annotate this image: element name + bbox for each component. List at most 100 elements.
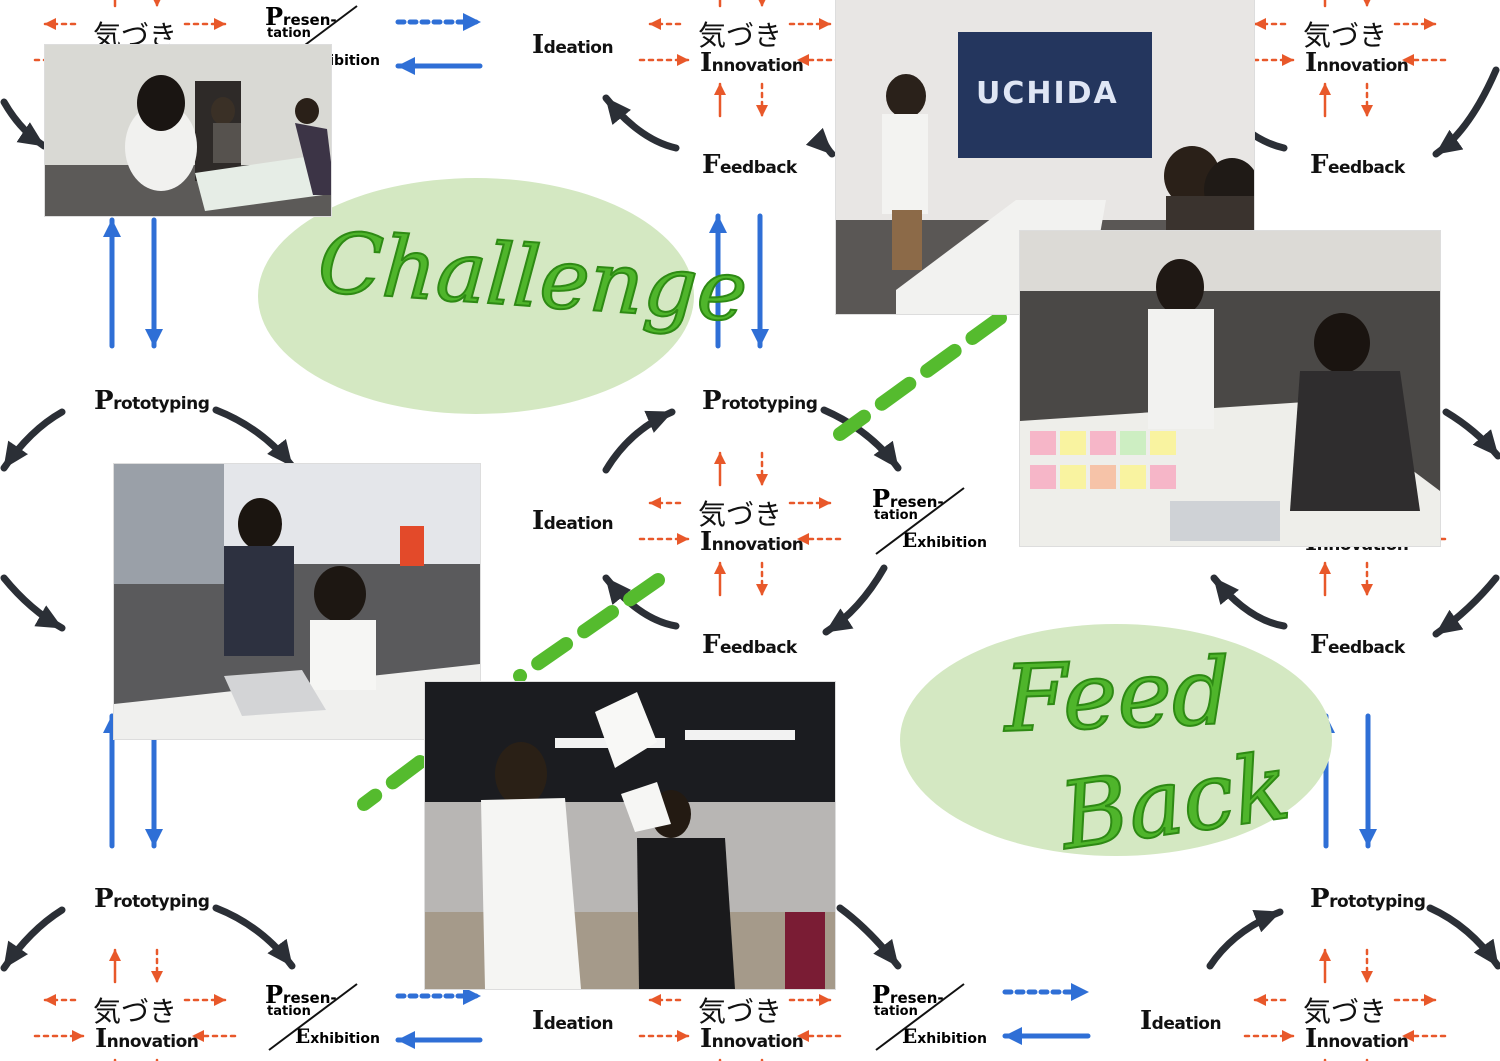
- prototyping-center-initial: P: [702, 386, 722, 416]
- person-middle-body: [213, 123, 241, 163]
- cluster-bottom-left-innovation: Innovation: [95, 1024, 199, 1054]
- dark-arrow-right-edge-lower: [1432, 574, 1500, 638]
- cluster-bottom-right-kizuki: 気づき: [1303, 995, 1388, 1028]
- exhibition-initial: E: [295, 1024, 311, 1048]
- feed-text: Feed: [1001, 637, 1233, 754]
- prototyping-bottom-right-text: rototyping: [1329, 892, 1426, 912]
- photo-laptop-review: [114, 464, 480, 739]
- sticky-note: [1060, 431, 1086, 455]
- dark-arrow-mid-right-feedback: [1210, 574, 1288, 630]
- exhibition-label: Exhibition: [295, 1024, 380, 1048]
- cluster-bottom-left-innovation-text: nnovation: [106, 1032, 199, 1052]
- cluster-top-center-innovation-text: nnovation: [711, 56, 804, 76]
- cluster-top-center-innovation: Innovation: [700, 48, 804, 78]
- photo-laptop-review-scene: [114, 464, 480, 739]
- presentation-label-2: tation: [267, 1004, 311, 1019]
- exhibition-label: Exhibition: [902, 1024, 987, 1048]
- prototyping-bottom-right: Prototyping: [1310, 884, 1426, 914]
- cluster-top-right-innovation-initial: I: [1305, 48, 1317, 78]
- feedback-top: Feedback: [702, 150, 797, 180]
- standing-person-head: [1156, 259, 1204, 315]
- dark-arrow-bottom-left-edge: [0, 906, 66, 972]
- prototyping-bottom-left-initial: P: [94, 884, 114, 914]
- dark-arrow-ideation-to-prototyping: [602, 408, 676, 474]
- dark-arrow-right-edge-upper: [1442, 408, 1500, 460]
- sticky-note: [1150, 431, 1176, 455]
- ideation-top: Ideation: [532, 30, 614, 60]
- ideation-mid-initial: I: [532, 506, 544, 536]
- divider-line: [875, 983, 965, 1051]
- photo-throwing-papers: [425, 682, 835, 989]
- man-body: [637, 838, 735, 989]
- green-dash-upper: [833, 311, 1007, 441]
- exhibition-text: xhibition: [310, 1031, 380, 1047]
- sticky-note: [1030, 465, 1056, 489]
- dark-arrow-top-right-edge: [1432, 66, 1500, 158]
- ideation-mid: Ideation: [532, 506, 614, 536]
- person-front-body: [125, 103, 197, 191]
- dark-arrow-prototyping-to-presentation: [820, 406, 902, 472]
- flying-paper-2: [621, 782, 671, 832]
- cluster-mid-center-innovation: Innovation: [700, 527, 804, 557]
- dark-arrow-left-prototyping: [212, 406, 296, 470]
- photo-sticky-notes-discussion: [1020, 231, 1440, 546]
- photo-workshop-table: [45, 45, 331, 216]
- presentation-initial: P: [872, 484, 891, 513]
- presentation-text: resen-: [283, 11, 337, 29]
- ideation-bottom-right: Ideation: [1140, 1006, 1222, 1036]
- divider-slash: [875, 487, 965, 555]
- cluster-top-right-kizuki: 気づき: [1303, 19, 1388, 52]
- ideation-bottom-initial: I: [532, 1006, 544, 1036]
- person-middle-head: [211, 97, 235, 125]
- feedback-top-initial: F: [702, 150, 720, 180]
- orange-chair: [400, 526, 424, 566]
- feedback-mid-text: eedback: [719, 638, 797, 658]
- flying-paper-1: [595, 692, 657, 768]
- sticky-note: [1060, 465, 1086, 489]
- ideation-bottom-text: deation: [543, 1014, 614, 1034]
- cluster-bottom-center-kizuki: 気づき: [698, 995, 783, 1028]
- presenter-legs: [892, 210, 922, 270]
- seated-woman-body: [310, 620, 376, 690]
- woman-head: [495, 742, 547, 806]
- sticky-note: [1090, 465, 1116, 489]
- dark-arrow-top-left-edge: [0, 98, 48, 150]
- presenter-body: [882, 114, 928, 214]
- presenter-head: [886, 74, 926, 118]
- prototyping-bottom-left: Prototyping: [94, 884, 210, 914]
- dark-arrow-feedback-to-ideation-top: [602, 94, 680, 152]
- sticky-note: [1090, 431, 1116, 455]
- person-right-body: [295, 123, 331, 195]
- standing-woman-body: [224, 546, 294, 656]
- cluster-top-center-innovation-initial: I: [700, 48, 712, 78]
- sticky-note: [1030, 431, 1056, 455]
- cluster-top-right-innovation-text: nnovation: [1316, 56, 1409, 76]
- presentation-text: resen-: [890, 493, 944, 511]
- woman-body: [481, 798, 581, 989]
- cluster-bottom-right-innovation-text: nnovation: [1316, 1032, 1409, 1052]
- prototyping-bottom-right-initial: P: [1310, 884, 1330, 914]
- dark-arrow-top-center-stub: [805, 127, 836, 158]
- prototyping-left-initial: P: [94, 386, 114, 416]
- cluster-mid-center-innovation-text: nnovation: [711, 535, 804, 555]
- cluster-bottom-right-innovation: Innovation: [1305, 1024, 1409, 1054]
- screen-logo-text: UCHIDA: [976, 76, 1119, 111]
- presentation-initial: P: [872, 980, 891, 1009]
- feedback-top-right: Feedback: [1310, 150, 1405, 180]
- feedback-mid-right-text: eedback: [1327, 638, 1405, 658]
- table: [195, 157, 323, 211]
- photo-sticky-notes-discussion-scene: [1020, 231, 1440, 546]
- laptop: [1170, 501, 1280, 541]
- audience-bodies: [1166, 196, 1254, 236]
- exhibition-text: xhibition: [917, 535, 987, 551]
- divider-slash: [268, 983, 358, 1051]
- divider-slash: [875, 983, 965, 1051]
- ideation-top-initial: I: [532, 30, 544, 60]
- feedback-mid-right-initial: F: [1310, 630, 1328, 660]
- presentation-text: resen-: [890, 989, 944, 1007]
- presentation-text: resen-: [283, 989, 337, 1007]
- photo-throwing-papers-scene: [425, 682, 835, 989]
